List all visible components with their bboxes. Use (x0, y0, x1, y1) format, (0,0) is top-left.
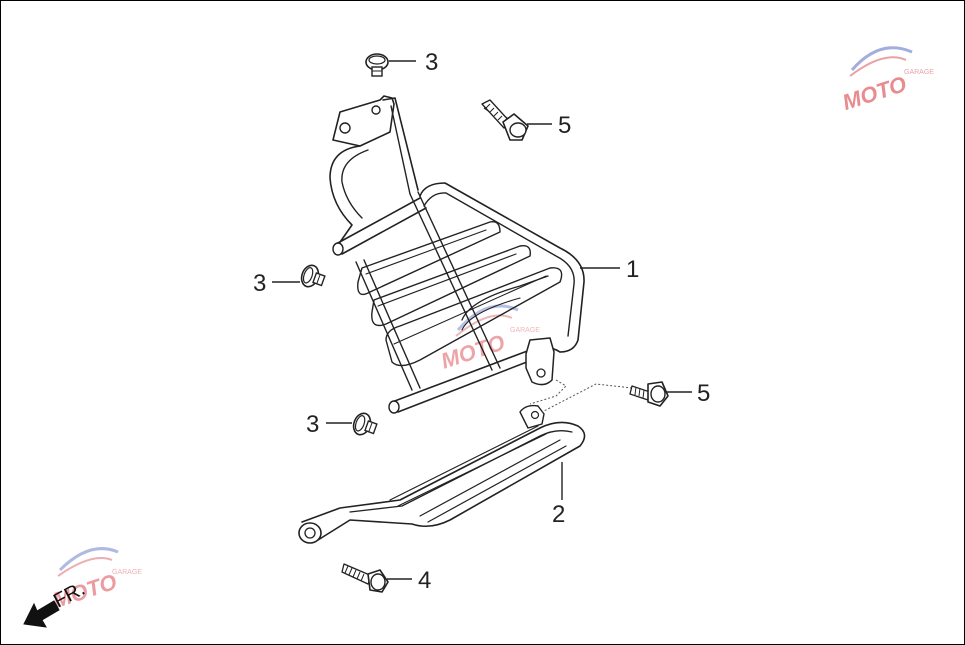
label-3-left: 3 (253, 270, 266, 297)
label-4: 4 (418, 567, 431, 594)
part-2-lower-rail (298, 404, 586, 544)
label-5-top: 5 (558, 112, 571, 139)
part-3-clip-top (365, 53, 389, 77)
part-1-guard-frame (329, 95, 585, 414)
front-arrow-icon (23, 600, 60, 628)
part-3-clip-bottom (349, 410, 380, 440)
leader-lines (272, 60, 692, 580)
part-5-bolt-right (629, 381, 669, 407)
part-5-bolt-top (481, 99, 529, 141)
watermark-sub: GARAGE (510, 327, 540, 334)
part-3-clip-left (297, 262, 328, 292)
label-3-bottom: 3 (306, 411, 319, 438)
watermark-brand: MOTO (839, 71, 909, 115)
label-5-right: 5 (697, 380, 710, 407)
watermark-sub: GARAGE (112, 569, 142, 576)
label-3-top: 3 (425, 49, 438, 76)
part-4-bolt (341, 563, 389, 593)
label-1: 1 (626, 256, 639, 283)
watermark-brand: MOTO (438, 330, 508, 374)
label-2: 2 (552, 501, 565, 528)
watermark-sub: GARAGE (904, 69, 934, 76)
front-direction-indicator: FR. (23, 578, 89, 628)
assembly-dotted-lines (529, 379, 633, 413)
watermark-top-right: MOTO GARAGE (839, 46, 934, 115)
